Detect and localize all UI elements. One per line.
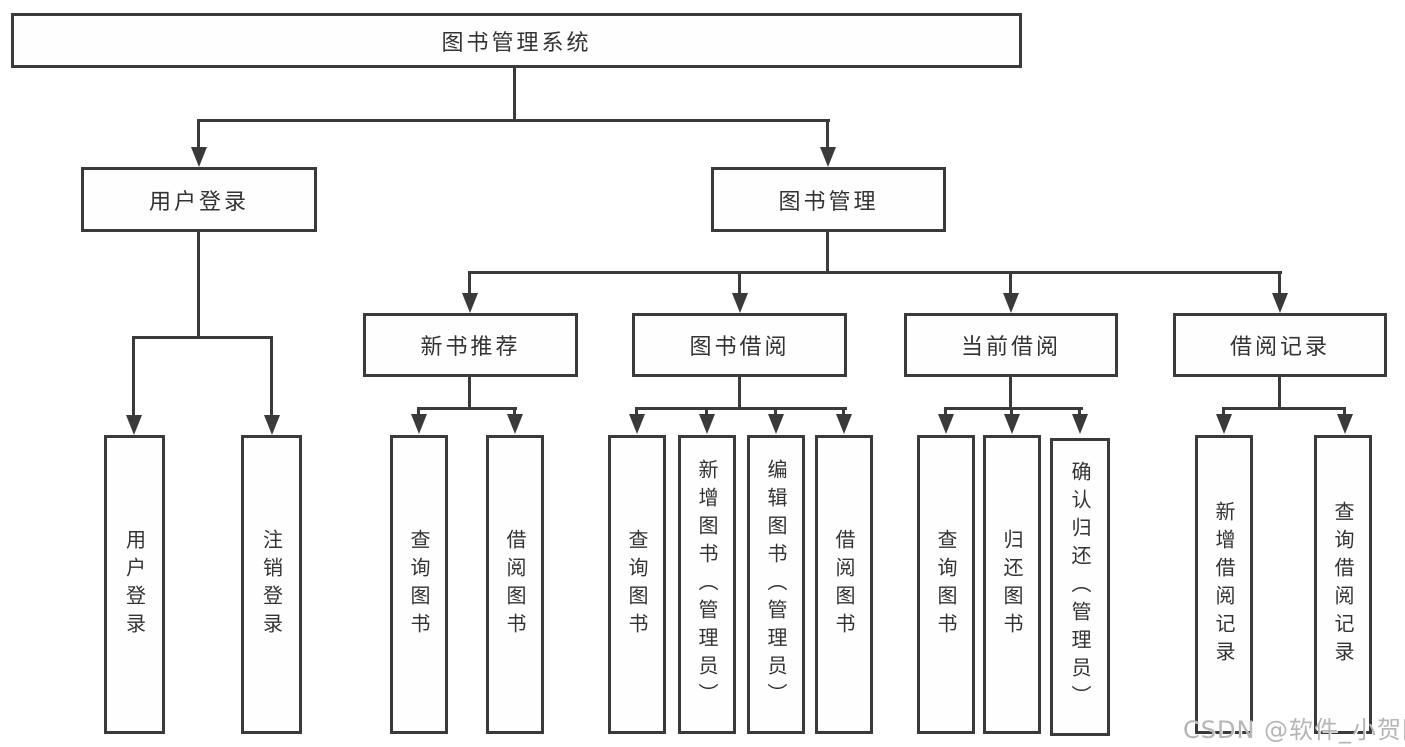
connector-line <box>738 377 741 410</box>
arrow-down-icon <box>264 415 280 435</box>
connector-line <box>513 407 516 417</box>
node-label: 查询图书 <box>625 528 649 641</box>
arrow-down-icon <box>126 415 142 435</box>
leaf-query-borrow-record: 查询借阅记录 <box>1314 435 1372 734</box>
arrow-down-icon <box>938 414 954 434</box>
connector-line <box>774 407 777 417</box>
node-label: 新增图书（管理员） <box>695 458 719 711</box>
leaf-add-books-admin: 新增图书（管理员） <box>678 435 736 734</box>
node-user-login-module: 用户登录 <box>81 167 317 232</box>
node-new-book-recommendation: 新书推荐 <box>363 313 578 377</box>
arrow-down-icon <box>820 147 836 167</box>
node-book-borrowing: 图书借阅 <box>632 313 847 377</box>
connector-line <box>1278 377 1281 410</box>
arrow-down-icon <box>1004 414 1020 434</box>
node-label: 查询借阅记录 <box>1331 500 1355 669</box>
leaf-borrow-books-recommend: 借阅图书 <box>486 435 544 734</box>
connector-line <box>944 407 947 417</box>
connector-line <box>944 407 1083 410</box>
connector-line <box>270 336 273 418</box>
connector-line <box>197 119 200 151</box>
connector-line <box>1010 407 1013 417</box>
leaf-confirm-return-admin: 确认归还（管理员） <box>1050 438 1110 736</box>
node-label: 用户登录 <box>148 189 249 215</box>
node-label: 编辑图书（管理员） <box>764 458 788 711</box>
connector-line <box>1078 407 1081 417</box>
connector-line <box>842 407 845 417</box>
connector-line <box>417 407 420 417</box>
node-label: 图书管理 <box>778 189 879 215</box>
arrow-down-icon <box>629 414 645 434</box>
node-label: 归还图书 <box>1000 528 1024 641</box>
node-label: 图书管理系统 <box>441 30 592 56</box>
leaf-return-books: 归还图书 <box>983 435 1041 734</box>
leaf-query-books-current: 查询图书 <box>917 435 975 734</box>
connector-line <box>417 407 517 410</box>
connector-line <box>826 119 829 151</box>
node-label: 查询图书 <box>934 528 958 641</box>
leaf-user-login: 用户登录 <box>104 435 165 734</box>
arrow-down-icon <box>836 414 852 434</box>
leaf-borrow-books-borrowing: 借阅图书 <box>815 435 873 734</box>
connector-line <box>635 407 638 417</box>
csdn-watermark: CSDN @软件_小贺同学 <box>1183 716 1405 744</box>
leaf-edit-books-admin: 编辑图书（管理员） <box>747 435 805 734</box>
arrow-down-icon <box>1216 414 1232 434</box>
arrow-down-icon <box>732 293 748 313</box>
node-label: 查询图书 <box>407 528 431 641</box>
connector-line <box>1278 271 1281 297</box>
connector-line <box>826 232 829 274</box>
node-book-management-module: 图书管理 <box>711 167 946 232</box>
node-label: 图书借阅 <box>689 335 790 360</box>
node-label: 借阅图书 <box>832 528 856 641</box>
connector-line <box>1009 271 1012 297</box>
connector-line <box>468 271 1282 274</box>
arrow-down-icon <box>1337 414 1353 434</box>
arrow-down-icon <box>699 414 715 434</box>
connector-line <box>738 271 741 297</box>
node-label: 借阅记录 <box>1229 335 1330 360</box>
connector-line <box>513 67 516 122</box>
leaf-add-borrow-record: 新增借阅记录 <box>1195 435 1253 734</box>
arrow-down-icon <box>411 414 427 434</box>
node-library-system: 图书管理系统 <box>11 13 1022 68</box>
connector-line <box>468 377 471 410</box>
node-label: 借阅图书 <box>503 528 527 641</box>
node-label: 用户登录 <box>122 528 147 641</box>
leaf-query-books-recommend: 查询图书 <box>390 435 448 734</box>
connector-line <box>1009 377 1012 410</box>
arrow-down-icon <box>462 293 478 313</box>
connector-line <box>468 271 471 297</box>
node-label: 当前借阅 <box>960 335 1061 360</box>
connector-line <box>1222 407 1346 410</box>
connector-line <box>705 407 708 417</box>
connector-line <box>197 119 830 122</box>
node-label: 确认归还（管理员） <box>1068 461 1092 713</box>
connector-line <box>132 336 135 418</box>
connector-line <box>132 336 273 339</box>
arrow-down-icon <box>1072 414 1088 434</box>
node-label: 新书推荐 <box>420 335 521 360</box>
node-label: 新增借阅记录 <box>1212 500 1236 669</box>
connector-line <box>197 232 200 339</box>
arrow-down-icon <box>1003 293 1019 313</box>
node-label: 注销登录 <box>259 528 284 641</box>
arrow-down-icon <box>507 414 523 434</box>
arrow-down-icon <box>191 147 207 167</box>
connector-line <box>1343 407 1346 417</box>
leaf-logout-login: 注销登录 <box>241 435 302 734</box>
arrow-down-icon <box>1272 293 1288 313</box>
connector-line <box>1222 407 1225 417</box>
leaf-query-books-borrowing: 查询图书 <box>608 435 666 734</box>
node-current-borrowing: 当前借阅 <box>904 313 1118 377</box>
arrow-down-icon <box>768 414 784 434</box>
node-borrowing-records: 借阅记录 <box>1173 313 1387 377</box>
connector-line <box>635 407 847 410</box>
